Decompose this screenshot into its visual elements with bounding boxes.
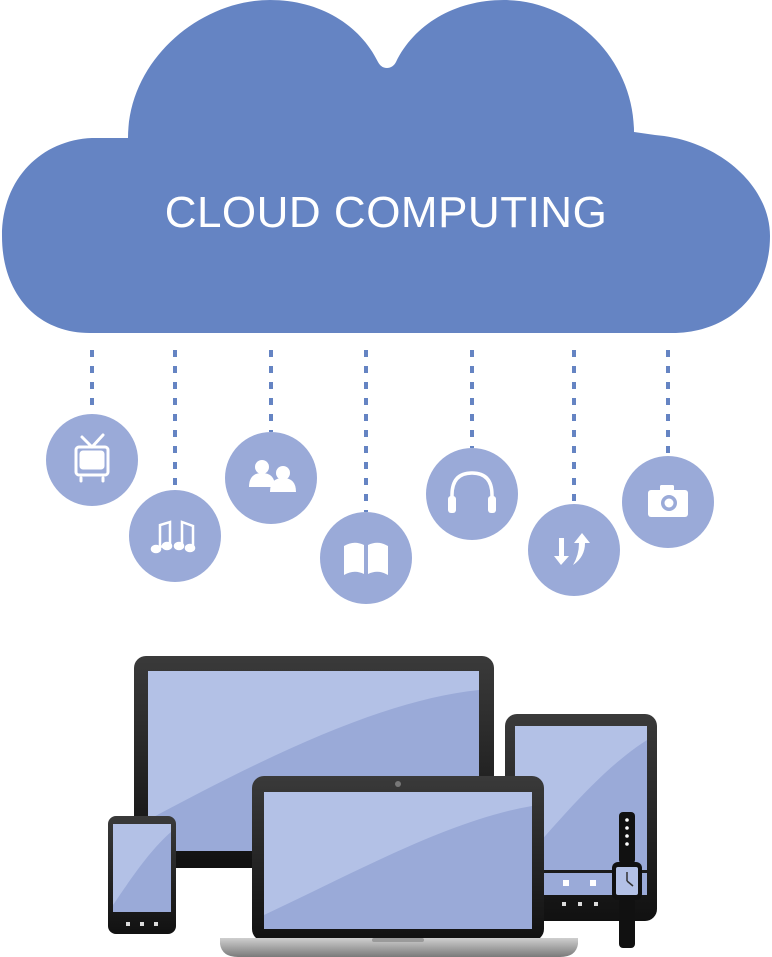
service-headphones[interactable] bbox=[426, 448, 518, 540]
service-sync[interactable] bbox=[528, 504, 620, 596]
service-camera[interactable] bbox=[622, 456, 714, 548]
users-icon bbox=[249, 460, 296, 492]
cloud: CLOUD COMPUTING bbox=[2, 0, 770, 333]
service-icons bbox=[46, 414, 714, 604]
music-notes-icon bbox=[150, 520, 196, 554]
camera-icon bbox=[648, 485, 688, 517]
smartphone bbox=[108, 816, 176, 934]
cloud-shape bbox=[2, 0, 770, 333]
laptop-base bbox=[220, 938, 578, 957]
service-tv[interactable] bbox=[46, 414, 138, 506]
book-icon bbox=[344, 542, 388, 575]
tv-icon bbox=[74, 433, 110, 483]
sync-arrows-icon bbox=[554, 533, 590, 565]
smartwatch bbox=[612, 812, 642, 948]
cloud-title: CLOUD COMPUTING bbox=[165, 188, 608, 237]
laptop bbox=[220, 776, 578, 957]
service-music[interactable] bbox=[129, 490, 221, 582]
devices bbox=[108, 656, 657, 957]
service-users[interactable] bbox=[225, 432, 317, 524]
headphones-icon bbox=[448, 471, 496, 513]
service-book[interactable] bbox=[320, 512, 412, 604]
connectors bbox=[90, 350, 670, 512]
